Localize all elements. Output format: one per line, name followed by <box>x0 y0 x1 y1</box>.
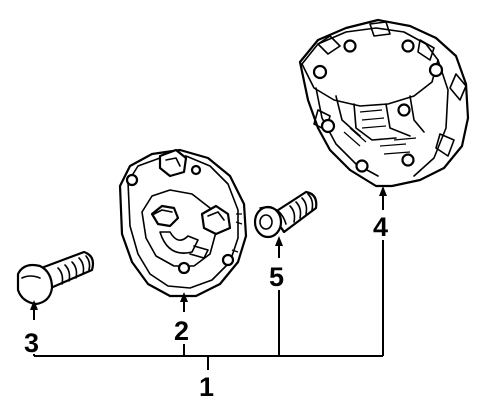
callout-locking-hub: 4 <box>373 212 388 242</box>
locking-hub-housing <box>298 18 470 188</box>
leader-lines <box>30 186 387 370</box>
callout-assembly: 1 <box>199 372 214 402</box>
washer-bolt <box>253 190 318 239</box>
hub-bolt <box>16 250 95 306</box>
callout-bolt: 3 <box>24 328 39 358</box>
callout-hub-plate: 2 <box>174 316 189 346</box>
callout-washer: 5 <box>269 262 284 292</box>
hub-cover-plate <box>118 148 248 298</box>
